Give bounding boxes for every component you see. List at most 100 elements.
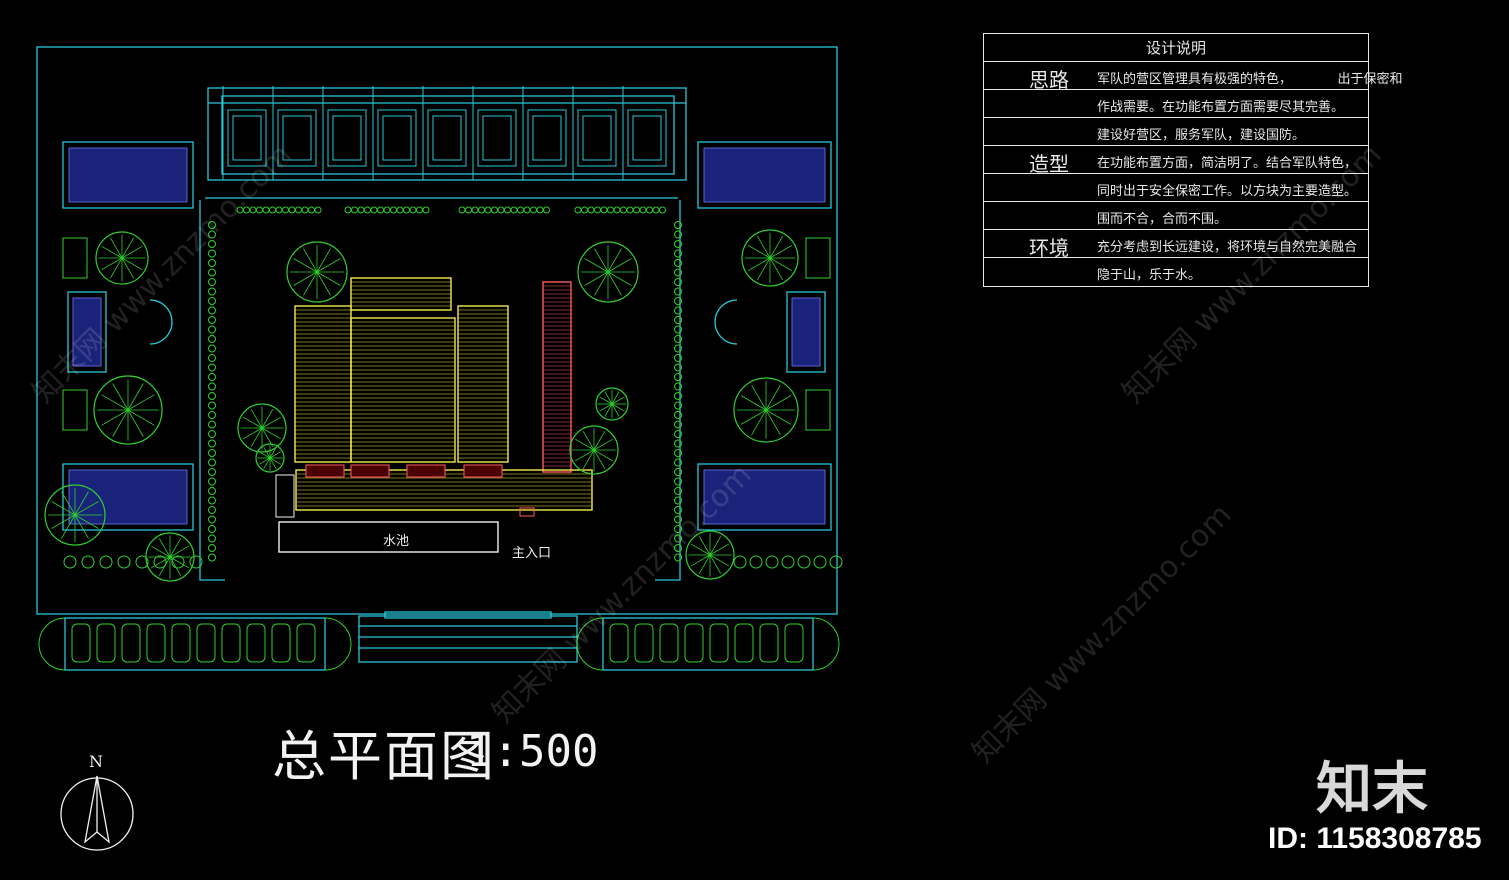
shrub: [574, 206, 582, 214]
shrub: [497, 206, 505, 214]
building-block: [294, 305, 352, 463]
shrub: [256, 206, 263, 214]
shrub: [674, 420, 682, 429]
shrub: [208, 401, 216, 410]
shrub: [620, 206, 627, 214]
shrub: [674, 544, 682, 552]
shrub: [403, 206, 410, 214]
hedge-unit: [609, 623, 629, 663]
tree: [577, 241, 639, 303]
shrub: [646, 206, 653, 214]
shrub: [639, 206, 647, 214]
building-entry: [463, 464, 503, 478]
tree: [255, 443, 285, 473]
building-entry: [305, 464, 345, 478]
design-notes-text: 充分考虑到长远建设，将环境与自然完美融合: [1097, 240, 1358, 255]
planting-bed: [62, 237, 88, 279]
water-feature: [703, 147, 826, 203]
shrub: [674, 506, 682, 514]
shrub: [674, 439, 682, 448]
shrub: [633, 206, 640, 214]
hedge-unit: [684, 623, 704, 663]
design-notes-row: 围而不合，合而不围。: [984, 202, 1368, 230]
shrub: [626, 206, 634, 214]
hedge-unit: [734, 623, 754, 663]
shrub: [733, 555, 747, 569]
shrub: [674, 468, 682, 476]
shrub: [117, 555, 131, 569]
shrub: [208, 221, 216, 229]
shrub: [208, 544, 216, 552]
shrub: [674, 306, 682, 315]
shrub: [674, 221, 682, 229]
shrub: [208, 268, 216, 277]
shrub: [63, 555, 77, 569]
shrub: [510, 206, 518, 214]
shrub: [208, 487, 216, 495]
pergola-bay: [327, 109, 367, 167]
pool-label: 水池: [383, 534, 410, 549]
design-notes-row: 环境 充分考虑到长远建设，将环境与自然完美融合: [984, 230, 1368, 260]
water-feature: [703, 469, 826, 525]
shrub: [674, 496, 682, 505]
planting-bed: [62, 389, 88, 431]
shrub: [674, 230, 682, 239]
design-notes-text: 作战需要。在功能布置方面需要尽其完善。: [1097, 100, 1345, 115]
building-entry: [350, 464, 390, 478]
shrub: [523, 206, 531, 214]
shrub: [674, 373, 682, 381]
design-notes-text: 隐于山，乐于水。: [1097, 268, 1202, 283]
shrub: [674, 335, 682, 343]
hedge-unit: [196, 623, 216, 663]
shrub: [674, 259, 682, 267]
shrub: [416, 206, 423, 214]
shrub: [674, 382, 682, 391]
shrub: [208, 506, 216, 514]
shrub: [504, 206, 511, 214]
pergola-bay: [277, 109, 317, 167]
design-notes-category: 环境: [1029, 236, 1069, 260]
hedge-unit: [121, 623, 141, 663]
shrub: [308, 206, 315, 214]
shrub: [652, 206, 660, 214]
hedge-unit: [171, 623, 191, 663]
shrub: [491, 206, 498, 214]
design-notes-category: 思路: [1029, 68, 1069, 92]
pergola-bay: [477, 109, 517, 167]
shrub: [674, 344, 682, 353]
shrub: [208, 363, 216, 372]
tree: [595, 387, 629, 421]
main-entrance-label: 主入口: [512, 546, 552, 561]
hedge-unit: [246, 623, 266, 663]
pergola-bay: [227, 109, 267, 167]
tree: [685, 530, 735, 580]
shrub: [458, 206, 466, 214]
water-pool: [278, 521, 499, 553]
shrub: [674, 240, 682, 248]
shrub: [674, 515, 682, 524]
shrub: [208, 373, 216, 381]
shrub: [208, 344, 216, 353]
shrub: [674, 449, 682, 457]
shrub: [282, 206, 289, 214]
shrub: [422, 206, 430, 214]
water-feature: [72, 297, 102, 367]
hedge-unit: [634, 623, 654, 663]
shrub: [409, 206, 417, 214]
hedge-unit: [96, 623, 116, 663]
north-arrow: [60, 775, 134, 851]
tree: [741, 229, 799, 287]
design-notes-row: 同时出于安全保密工作。以方块为主要造型。: [984, 174, 1368, 202]
shrub: [674, 268, 682, 277]
shrub: [344, 206, 352, 214]
shrub: [208, 411, 216, 419]
shrub: [674, 287, 682, 296]
shrub: [208, 515, 216, 524]
shrub: [208, 335, 216, 343]
shrub: [813, 555, 827, 569]
shrub: [314, 206, 322, 214]
shrub: [275, 206, 283, 214]
shrub: [674, 477, 682, 486]
shrub: [674, 325, 682, 334]
